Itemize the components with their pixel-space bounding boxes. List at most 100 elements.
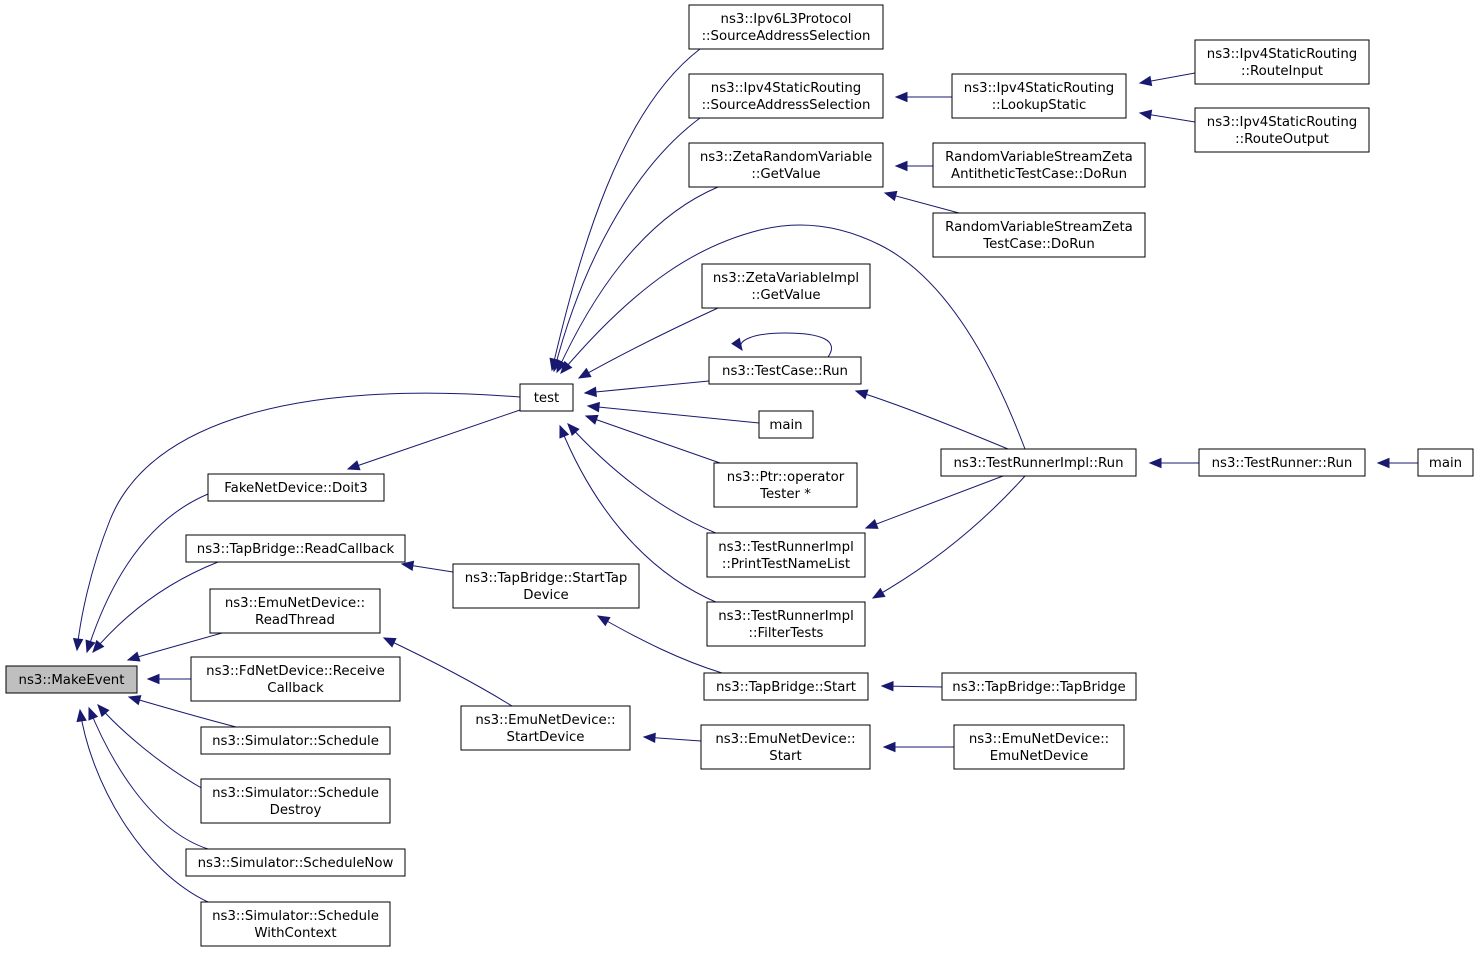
node-label: ns3::ZetaRandomVariable [700, 150, 872, 165]
node-label: ::SourceAddressSelection [702, 98, 871, 113]
edge-ptr_op-to-test [584, 414, 721, 464]
edge-arrowhead [642, 732, 656, 744]
node-label: ns3::Simulator::ScheduleNow [198, 856, 394, 871]
edge-arrowhead [346, 460, 361, 471]
node-label: ns3::TapBridge::Start [716, 680, 856, 695]
node-tap-start[interactable]: ns3::TapBridge::Start [703, 672, 869, 701]
node-box [941, 672, 1137, 701]
node-box [519, 383, 574, 412]
node-label: Device [523, 588, 568, 603]
node-box [200, 778, 391, 824]
edge-emu_start-to-emu_startdevice [642, 732, 702, 744]
node-label: ns3::Simulator::Schedule [212, 909, 379, 924]
node-tri-print[interactable]: ns3::TestRunnerImpl::PrintTestNameList [706, 532, 866, 578]
node-ipv4-sas[interactable]: ns3::Ipv4StaticRouting::SourceAddressSel… [688, 73, 884, 119]
edge-arrowhead [146, 673, 160, 685]
node-box [700, 724, 871, 770]
edge-arrowhead [883, 190, 898, 202]
edge-arrowhead [731, 337, 743, 352]
node-label: ns3::ZetaVariableImpl [713, 271, 859, 286]
node-box [1194, 39, 1370, 85]
node-testcase-run[interactable]: ns3::TestCase::Run [708, 356, 862, 385]
edge-sim_now-to-makeevent [88, 706, 209, 850]
node-label: Callback [267, 681, 324, 696]
edge-fd_recv-to-makeevent [146, 673, 191, 685]
node-box [452, 563, 640, 609]
node-ipv4-routeoutput[interactable]: ns3::Ipv4StaticRouting::RouteOutput [1194, 107, 1370, 153]
edge-rvs_anti-to-zeta_getvalue [894, 160, 933, 172]
node-emu-startdevice[interactable]: ns3::EmuNetDevice::StartDevice [460, 705, 631, 751]
node-main2[interactable]: main [1417, 448, 1474, 477]
node-label: ReadThread [255, 613, 335, 628]
edge-arrowhead [76, 708, 87, 723]
node-tap-ctor[interactable]: ns3::TapBridge::TapBridge [941, 672, 1137, 701]
edge-line [587, 405, 760, 424]
node-main1[interactable]: main [758, 410, 814, 439]
edge-zeta_getvalue-to-test [556, 186, 719, 374]
node-box [940, 448, 1137, 477]
edge-line [567, 423, 719, 535]
edge-arrowhead [126, 651, 141, 662]
node-zeta-getvalue[interactable]: ns3::ZetaRandomVariable::GetValue [688, 142, 884, 188]
graph-edges [72, 48, 1418, 903]
edge-tri_filter-to-test [559, 424, 719, 604]
edge-line [740, 332, 832, 358]
node-rvs-anti[interactable]: RandomVariableStreamZetaAntitheticTestCa… [932, 142, 1146, 188]
node-tap-readcb[interactable]: ns3::TapBridge::ReadCallback [185, 534, 406, 563]
edge-arrowhead [584, 414, 599, 425]
edge-arrowhead [382, 637, 397, 648]
edge-line [865, 475, 1004, 529]
edge-zetaimpl_getvalue-to-test [577, 307, 719, 379]
node-label: ns3::EmuNetDevice:: [969, 732, 1109, 747]
node-emu-readthread[interactable]: ns3::EmuNetDevice::ReadThread [209, 588, 381, 634]
node-zetaimpl-getvalue[interactable]: ns3::ZetaVariableImpl::GetValue [701, 263, 871, 309]
edge-arrowhead [1138, 75, 1153, 87]
edge-arrowhead [97, 704, 110, 718]
edge-testcase_run-to-test [583, 380, 710, 398]
node-emu-start[interactable]: ns3::EmuNetDevice::Start [700, 724, 871, 770]
node-makeevent[interactable]: ns3::MakeEvent [5, 665, 138, 694]
node-tri-filter[interactable]: ns3::TestRunnerImpl::FilterTests [706, 601, 866, 647]
node-tri-run[interactable]: ns3::TestRunnerImpl::Run [940, 448, 1137, 477]
edge-line [597, 615, 723, 674]
node-sim-schedule[interactable]: ns3::Simulator::Schedule [200, 726, 391, 755]
node-box [706, 532, 866, 578]
edge-line [79, 709, 209, 903]
edge-arrowhead [880, 680, 894, 692]
edge-tri_run-to-tri_filter [871, 475, 1026, 599]
node-box [207, 473, 385, 502]
node-label: Tester * [759, 487, 811, 502]
node-label: ns3::TapBridge::ReadCallback [197, 542, 395, 557]
node-label: ns3::EmuNetDevice:: [475, 713, 615, 728]
node-test[interactable]: test [519, 383, 574, 412]
edge-tap_starttap-to-tap_readcb [400, 560, 454, 573]
edge-line [578, 307, 719, 379]
node-label: ::RouteOutput [1235, 132, 1329, 147]
edge-arrowhead [1376, 457, 1390, 469]
node-label: ns3::MakeEvent [19, 673, 125, 688]
node-label: ns3::TestRunnerImpl [718, 540, 854, 555]
node-box [688, 142, 884, 188]
node-label: ::SourceAddressSelection [702, 29, 871, 44]
node-label: TestCase::DoRun [982, 237, 1095, 252]
node-testrunner-run[interactable]: ns3::TestRunner::Run [1198, 448, 1366, 477]
edge-line [559, 425, 719, 604]
node-sim-now[interactable]: ns3::Simulator::ScheduleNow [185, 848, 406, 877]
edge-emu_ctor-to-emu_start [882, 741, 954, 753]
graph-nodes: ns3::MakeEventtestFakeNetDevice::Doit3ns… [5, 4, 1474, 947]
node-label: RandomVariableStreamZeta [945, 150, 1133, 165]
node-ipv6-sas[interactable]: ns3::Ipv6L3Protocol::SourceAddressSelect… [688, 4, 884, 50]
node-box [758, 410, 814, 439]
node-emu-ctor[interactable]: ns3::EmuNetDevice::EmuNetDevice [953, 724, 1125, 770]
node-fakenet[interactable]: FakeNetDevice::Doit3 [207, 473, 385, 502]
node-ipv4-lookup[interactable]: ns3::Ipv4StaticRouting::LookupStatic [951, 73, 1127, 119]
edge-main1-to-test [586, 401, 760, 424]
edge-line [383, 637, 513, 707]
node-ipv4-routeinput[interactable]: ns3::Ipv4StaticRouting::RouteInput [1194, 39, 1370, 85]
